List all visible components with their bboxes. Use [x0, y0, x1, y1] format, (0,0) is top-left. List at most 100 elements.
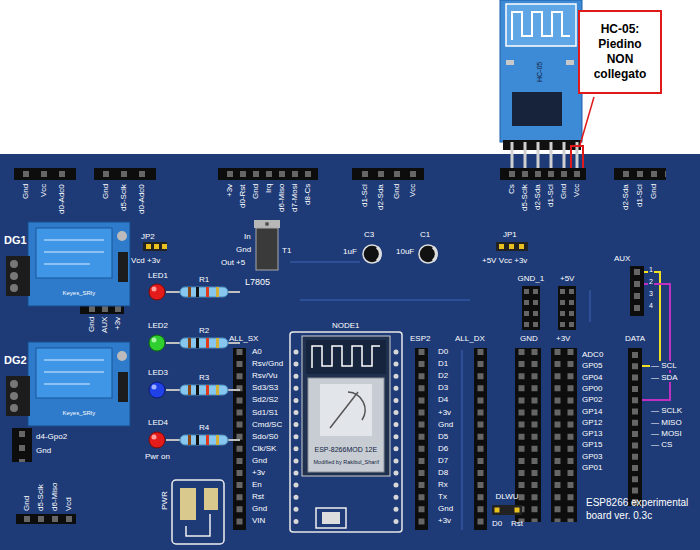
- relay-module: [36, 348, 112, 398]
- pcb-label: Gnd: [36, 446, 51, 455]
- pcb-label: d7-Mosi: [290, 184, 299, 212]
- pcb-board: [0, 154, 700, 550]
- pin-header: [568, 349, 574, 522]
- capacitor-symbol: [433, 247, 436, 261]
- pcb-label: d0-Rst: [238, 184, 247, 208]
- pcb-label: Vcd +3v: [131, 256, 160, 265]
- led-resistor: [216, 385, 219, 395]
- pcb-label: D5: [438, 432, 448, 441]
- pin-header: [560, 289, 565, 330]
- pcb-label: DATA: [625, 334, 645, 343]
- pcb-label: En: [252, 480, 262, 489]
- bluetooth-module: [512, 142, 577, 170]
- pcb-label: — MOSI: [650, 429, 683, 438]
- pin-header: [558, 286, 576, 330]
- pcb-label: Tx: [438, 492, 447, 501]
- pcb-label: C1: [420, 230, 430, 239]
- pcb-label: Gnd: [438, 504, 453, 513]
- esp-module: [306, 340, 386, 374]
- pcb-label: 4: [648, 302, 654, 310]
- pcb-label: Rsv/Vu: [252, 371, 278, 380]
- callout-marker: [571, 146, 583, 170]
- callout-box: HC-05: Piedino NON collegato: [578, 10, 662, 94]
- pcb-label: Clk/SK: [252, 444, 276, 453]
- led-resistor: [196, 385, 199, 395]
- esp-module: [316, 508, 346, 528]
- pcb-label: Sd1/S1: [252, 408, 278, 417]
- pcb-label: GP04: [582, 373, 602, 382]
- pcb-label: GND_1: [518, 274, 545, 283]
- bluetooth-module: [537, 142, 540, 170]
- pcb-label: DLWU: [496, 492, 519, 501]
- pcb-label: Keyes_SRly: [63, 290, 96, 297]
- pcb-label: Vcc: [408, 184, 417, 197]
- pcb-label: Vcc: [572, 184, 581, 197]
- pcb-label: R1: [199, 275, 209, 284]
- pcb-label: LED3: [148, 368, 168, 377]
- pcb-label: — SCL: [650, 361, 678, 370]
- pcb-label: 1: [648, 266, 654, 274]
- pin-header: [524, 289, 529, 330]
- pcb-label: 3: [648, 290, 654, 298]
- pin-header: [12, 428, 32, 462]
- pin-header: [532, 349, 538, 522]
- pcb-label: +3v: [113, 317, 122, 330]
- capacitor-symbol: [363, 245, 381, 263]
- pcb-label: — SCLK: [650, 406, 683, 415]
- pcb-label: d1-Scl: [546, 184, 555, 207]
- pcb-label: +3v: [252, 468, 265, 477]
- pcb-label: Gnd: [559, 184, 568, 199]
- pcb-label: d6-Miso: [277, 184, 286, 212]
- pin-header: [623, 171, 666, 177]
- pcb-label: Gnd: [101, 184, 110, 199]
- relay-module: [117, 351, 127, 361]
- pcb-label: Keyes_SRly: [63, 410, 96, 417]
- pcb-label: d1-Scl: [360, 184, 369, 207]
- pcb-label: R3: [199, 373, 209, 382]
- jumper-header: [143, 242, 167, 251]
- pcb-trace: [461, 350, 463, 530]
- pin-header: [352, 168, 424, 180]
- pcb-label: Gnd: [251, 184, 260, 199]
- led-resistor: [149, 284, 240, 448]
- pin-header: [23, 171, 76, 177]
- pcb-label: ESP8266 experimental board ver. 0.3c: [586, 497, 694, 522]
- pcb-label: d2-Sda: [621, 184, 630, 210]
- led-resistor: [152, 385, 157, 390]
- pin-header: [614, 168, 666, 180]
- pin-header: [227, 171, 318, 177]
- pcb-label: Rsv/Gnd: [252, 359, 283, 368]
- voltage-regulator: [254, 220, 280, 228]
- pin-header: [103, 171, 156, 177]
- esp-module: [290, 332, 402, 532]
- pcb-label: Gnd: [649, 184, 658, 199]
- pin-header: [218, 168, 318, 180]
- pin-header: [555, 349, 561, 522]
- pcb-label: +5V: [560, 274, 574, 283]
- jumper-header: [496, 242, 528, 251]
- led-resistor: [152, 435, 157, 440]
- pcb-label: ESP2: [410, 334, 430, 343]
- voltage-regulator: [256, 228, 278, 270]
- pcb-label: R4: [199, 423, 209, 432]
- led-resistor: [206, 338, 209, 348]
- led-resistor: [206, 287, 209, 297]
- jumper-header: [499, 244, 528, 249]
- pcb-label: C3: [364, 230, 374, 239]
- pcb-label: 10uF: [396, 247, 414, 256]
- led-resistor: [180, 435, 228, 445]
- bluetooth-module: [550, 142, 553, 170]
- pcb-label: ALL_DX: [455, 334, 485, 343]
- pcb-label: R2: [199, 326, 209, 335]
- pcb-label: D7: [438, 456, 448, 465]
- pcb-label: GP14: [582, 407, 602, 416]
- pcb-label: D4: [438, 395, 448, 404]
- pcb-label: AUX: [614, 254, 630, 263]
- led-resistor: [188, 435, 191, 445]
- pcb-label: Rx: [438, 480, 448, 489]
- pcb-label: d5-Sclk: [520, 184, 529, 211]
- pcb-trace: [300, 299, 470, 301]
- pin-header: [522, 286, 540, 330]
- power-switch: [172, 480, 224, 544]
- pin-header: [519, 349, 525, 522]
